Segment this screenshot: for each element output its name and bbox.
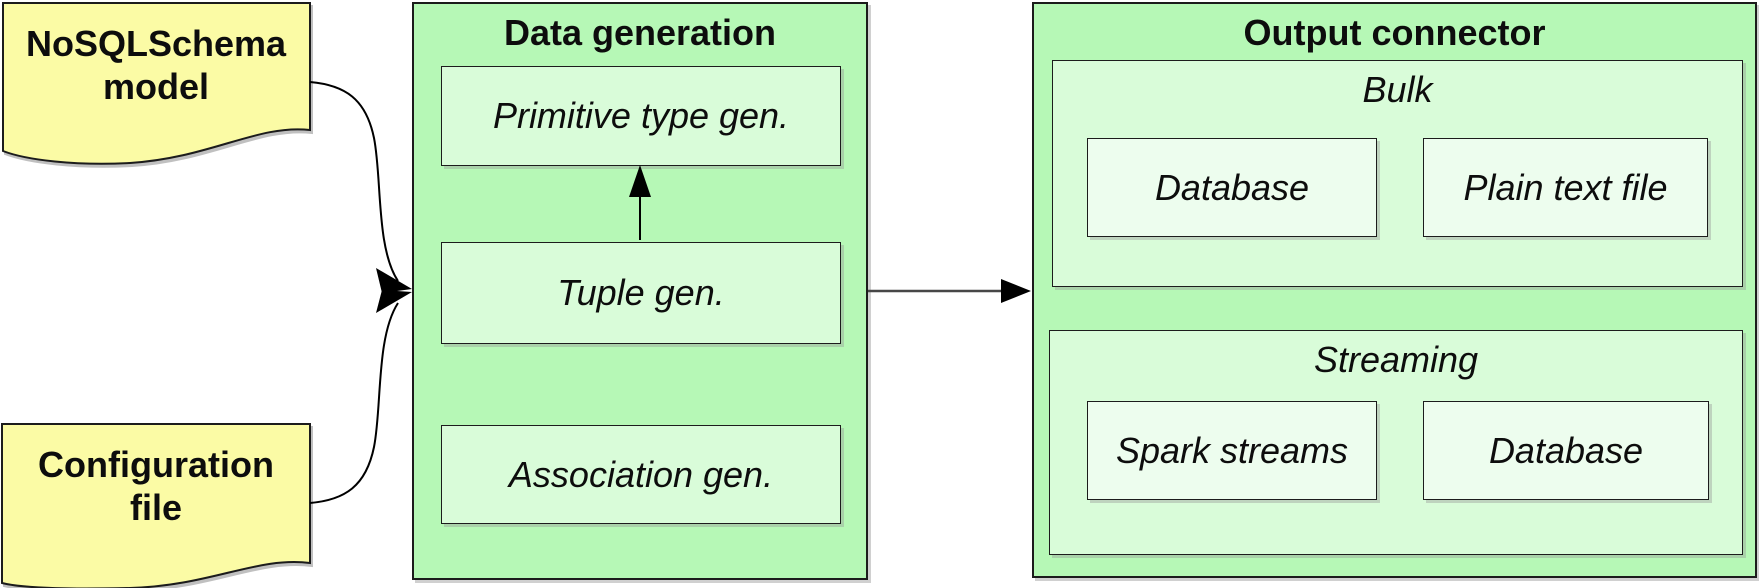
tuple-gen-box: Tuple gen.: [441, 242, 841, 344]
data-generation-container: Data generation Primitive type gen. Tupl…: [412, 2, 868, 580]
streaming-spark-streams-box: Spark streams: [1087, 401, 1377, 500]
streaming-section: Streaming Spark streams Database: [1049, 330, 1743, 555]
bulk-plain-text-file-box: Plain text file: [1423, 138, 1708, 237]
association-gen-box: Association gen.: [441, 425, 841, 524]
streaming-section-title: Streaming: [1313, 339, 1479, 380]
streaming-spark-streams-label: Spark streams: [1115, 429, 1349, 471]
nosqlschema-model-label: NoSQLSchema model: [2, 22, 310, 108]
primitive-type-gen-box: Primitive type gen.: [441, 66, 841, 166]
bulk-database-box: Database: [1087, 138, 1377, 237]
configuration-file-label-line1: Configuration: [38, 444, 274, 485]
primitive-type-gen-label: Primitive type gen.: [492, 95, 790, 136]
nosqlschema-model-label-line1: NoSQLSchema: [25, 23, 287, 64]
output-connector-container: Output connector Bulk Database Plain tex…: [1032, 2, 1757, 578]
bulk-plain-text-file-label: Plain text file: [1463, 166, 1668, 208]
streaming-database-label: Database: [1488, 429, 1644, 471]
bulk-database-label: Database: [1154, 166, 1310, 208]
bulk-section-title: Bulk: [1362, 69, 1433, 110]
configuration-file-label: Configuration file: [2, 443, 310, 529]
data-generation-title: Data generation: [503, 12, 777, 53]
tuple-gen-label: Tuple gen.: [557, 272, 725, 313]
output-connector-title: Output connector: [1243, 12, 1546, 53]
configuration-file-label-line2: file: [129, 487, 182, 528]
nosqlschema-model-label-line2: model: [102, 66, 209, 107]
association-gen-label: Association gen.: [508, 453, 774, 495]
bulk-section: Bulk Database Plain text file: [1052, 60, 1743, 287]
streaming-database-box: Database: [1423, 401, 1709, 500]
